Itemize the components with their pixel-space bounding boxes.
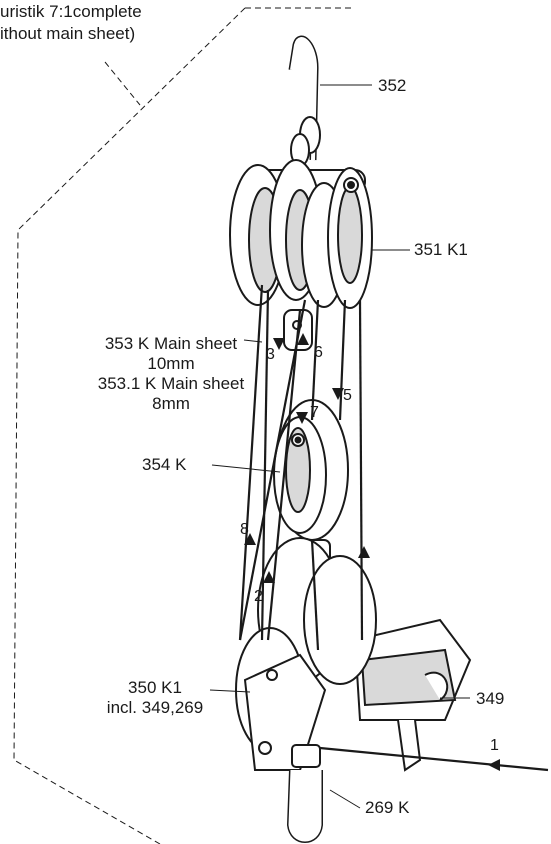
lower-block-350	[235, 537, 472, 772]
rope-strand-4	[358, 299, 364, 641]
label-main-sheet-a-line2: 10mm	[147, 354, 195, 373]
rope-number-3: 3	[266, 346, 275, 363]
label-shackle-269: 269 K	[365, 798, 410, 817]
rope-strand-6-7	[310, 299, 320, 421]
rope-number-7: 7	[310, 404, 319, 421]
rope-strand-8-outer	[238, 284, 264, 641]
rope-number-5: 5	[343, 387, 352, 404]
label-hook-352: 352	[378, 76, 407, 95]
title-line-1: uristik 7:1complete	[0, 2, 142, 21]
rope-number-2: 2	[254, 588, 263, 605]
label-cleat-349: 349	[476, 689, 505, 708]
rope-tail-1	[319, 746, 549, 772]
arrow-tail-1	[488, 759, 500, 771]
arrow-heads	[244, 333, 500, 771]
rope-strand-8	[238, 299, 307, 641]
rope-strand-2	[266, 309, 302, 641]
arrow-strand-7	[296, 412, 308, 424]
label-main-sheet-a-line1: 353 K Main sheet	[104, 334, 238, 353]
rope-lines	[238, 284, 549, 772]
arrow-strand-5	[332, 388, 344, 400]
label-lower-block: 350 K1 incl. 349,269	[90, 678, 220, 718]
rope-number-6: 6	[314, 344, 323, 361]
label-upper-block: 351 K1	[414, 240, 468, 259]
label-lower-block-line1: 350 K1	[128, 678, 182, 697]
label-main-sheet-b-line1: 353.1 K Main sheet	[97, 374, 245, 393]
rope-strand-5	[338, 299, 347, 421]
rope-strand-3	[260, 289, 270, 641]
rope-number-8: 8	[240, 521, 249, 538]
rope-number-1: 1	[490, 737, 499, 754]
hook-352	[288, 35, 321, 167]
arrow-strand-2	[263, 571, 275, 583]
arrow-strand-4	[358, 546, 370, 558]
rope-strand-lower	[310, 539, 320, 651]
label-lower-block-line2: incl. 349,269	[106, 698, 204, 717]
shackle-269	[286, 744, 323, 843]
arrow-strand-6	[297, 333, 309, 345]
label-middle-block: 354 K	[142, 455, 187, 474]
title-line-2: ithout main sheet)	[0, 24, 136, 43]
arrow-strand-8	[244, 533, 256, 545]
dashed-frame	[13, 7, 355, 844]
arrow-strand-3	[273, 338, 285, 350]
label-main-sheet-b-line2: 8mm	[152, 394, 190, 413]
label-main-sheet-a: 353 K Main sheet 10mm 353.1 K Main sheet…	[96, 334, 246, 414]
leader-lines	[209, 84, 470, 809]
